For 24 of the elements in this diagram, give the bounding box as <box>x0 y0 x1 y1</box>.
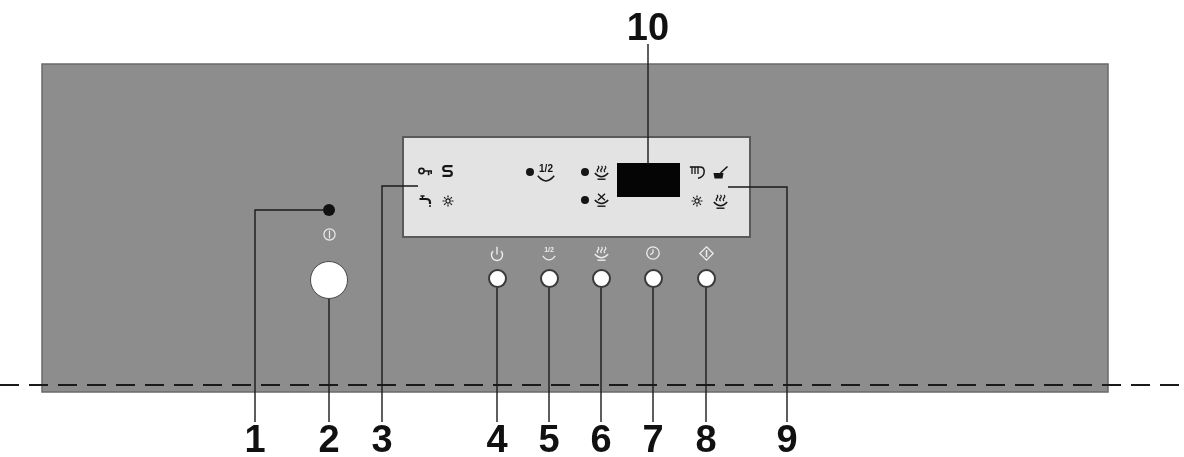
leader-line <box>328 298 330 423</box>
leader-line <box>705 286 707 423</box>
callout-number: 10 <box>626 10 670 44</box>
callout-number: 3 <box>371 422 393 456</box>
leader-line <box>254 209 324 423</box>
callout-number: 7 <box>642 422 664 456</box>
indicator-symbols <box>418 165 454 207</box>
callout-number: 8 <box>695 422 717 456</box>
display-window <box>617 163 680 197</box>
callout-number: 4 <box>486 422 508 456</box>
fraction-label: 1/2 <box>539 164 553 174</box>
leader-line <box>496 286 498 423</box>
callout-number: 1 <box>244 422 266 456</box>
indicator-symbols <box>689 165 728 209</box>
leader-line <box>381 185 419 423</box>
leader-line <box>600 286 602 423</box>
callout-number: 2 <box>318 422 340 456</box>
leader-line <box>647 43 649 164</box>
leader-line <box>548 286 550 423</box>
callout-number: 6 <box>590 422 612 456</box>
leader-line <box>652 286 654 423</box>
callout-number: 9 <box>776 422 798 456</box>
callout-number: 5 <box>538 422 560 456</box>
leader-line <box>727 186 788 423</box>
